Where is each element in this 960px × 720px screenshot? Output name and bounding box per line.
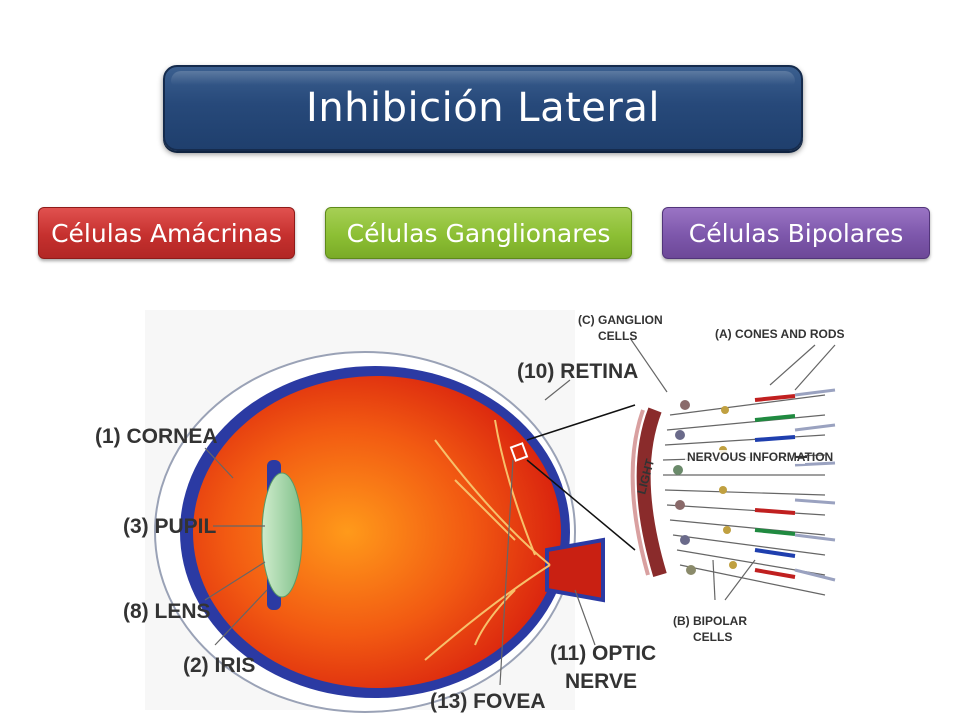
lens-shape xyxy=(261,472,303,598)
ganglion-label-2: CELLS xyxy=(598,329,637,343)
eye-retina-diagram: NERVOUS INFORMATION LIGHT (1) CORNEA (3)… xyxy=(95,310,845,713)
nervous-information-label: NERVOUS INFORMATION xyxy=(687,450,833,464)
retina-cross-section: NERVOUS INFORMATION LIGHT xyxy=(630,388,836,596)
blood-vessels xyxy=(424,419,551,661)
bipolares-button[interactable]: Células Bipolares xyxy=(662,207,930,259)
label-pointers xyxy=(204,337,836,686)
bipolares-label: Células Bipolares xyxy=(688,218,904,248)
zoom-line-bottom xyxy=(526,459,636,551)
bipolar-label-1: (B) BIPOLAR xyxy=(673,614,747,628)
ganglionares-label: Células Ganglionares xyxy=(346,218,611,248)
cornea-label: (1) CORNEA xyxy=(95,425,218,448)
retina-zoom-marker xyxy=(509,442,529,462)
retina-label: (10) RETINA xyxy=(517,360,638,383)
cones-rods-label: (A) CONES AND RODS xyxy=(715,327,845,341)
optic-label-1: (11) OPTIC xyxy=(550,642,656,665)
title-banner: Inhibición Lateral xyxy=(163,65,803,151)
ganglion-label-1: (C) GANGLION xyxy=(578,313,663,327)
fovea-label: (13) FOVEA xyxy=(430,690,546,713)
amacrinas-label: Células Amácrinas xyxy=(51,218,282,248)
pupil-label: (3) PUPIL xyxy=(123,515,217,538)
zoom-line-top xyxy=(526,404,636,441)
lens-label: (8) LENS xyxy=(123,600,211,623)
amacrinas-button[interactable]: Células Amácrinas xyxy=(38,207,295,259)
vitreous-shape xyxy=(193,376,561,688)
ganglionares-button[interactable]: Células Ganglionares xyxy=(325,207,632,259)
title-text: Inhibición Lateral xyxy=(306,85,660,131)
iris-label: (2) IRIS xyxy=(183,654,255,677)
bipolar-label-2: CELLS xyxy=(693,630,732,644)
optic-nerve-shape xyxy=(545,537,605,603)
optic-label-2: NERVE xyxy=(565,670,637,693)
